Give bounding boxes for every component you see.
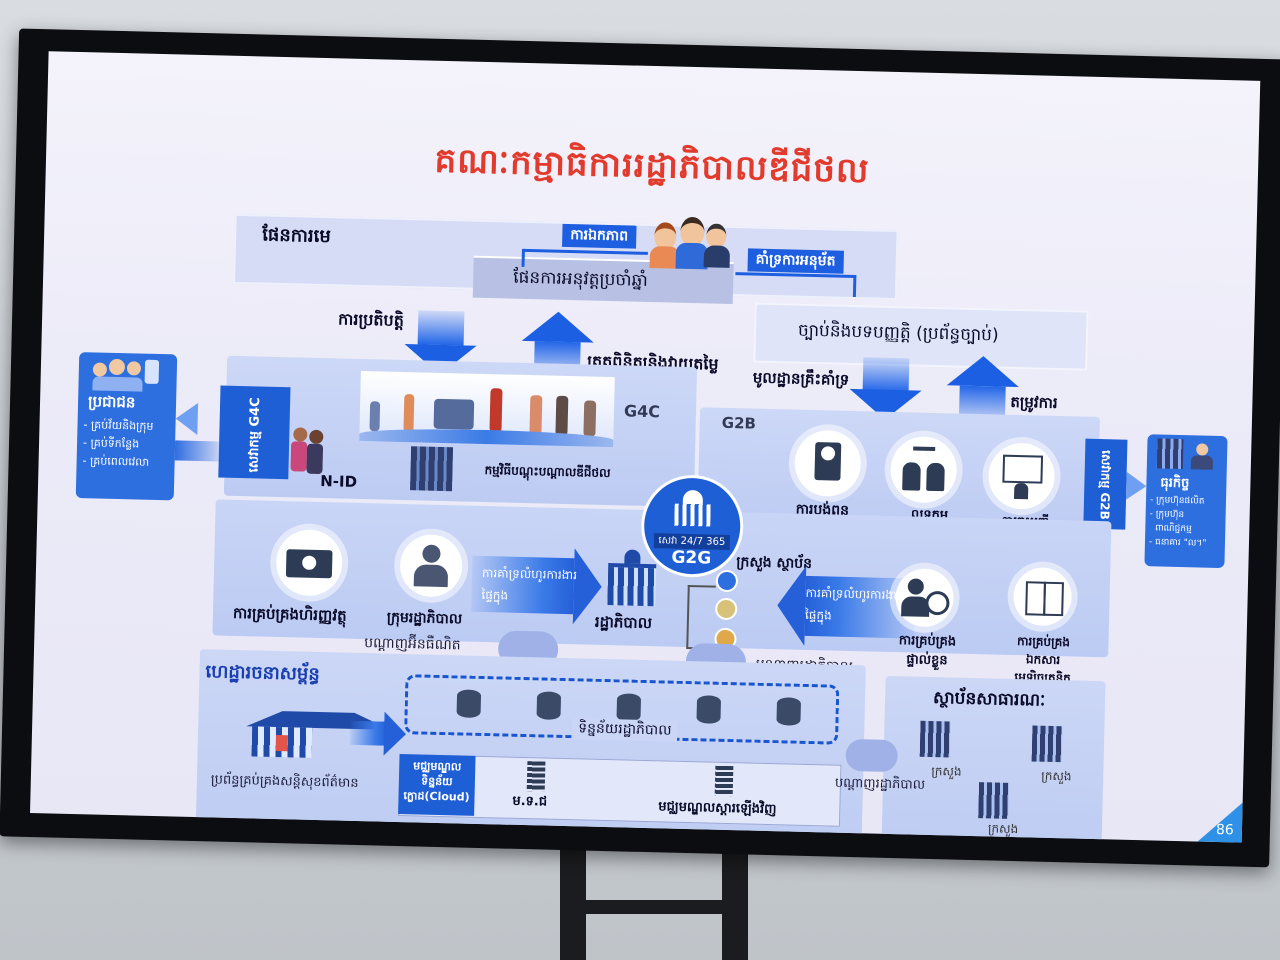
ministry-building-icon-1 <box>919 720 951 758</box>
infra-arrow <box>349 720 387 746</box>
citizens-item-1: - គ្រប់វ័យនិងក្រុម <box>83 418 154 433</box>
g2b-service-bar-label: សេវាកម្ម G2B <box>1097 450 1114 521</box>
g2g-label: G2G <box>671 547 712 569</box>
base-arrow-shaft <box>862 357 910 393</box>
finance-label: ការគ្រប់គ្រងហិរញ្ញវត្ថុ <box>232 603 347 625</box>
support-approve-label: គាំទ្រការអនុម័ត <box>747 248 844 274</box>
govnet-label-right: បណ្តាញរដ្ឋាភិបាល <box>834 775 926 793</box>
ministries-connector <box>686 584 716 650</box>
personnel-label: ការគ្រប់គ្រងផ្ទាល់ខ្លួន <box>898 633 957 669</box>
server-icon-1 <box>526 761 546 792</box>
citizens-item-3: - គ្រប់ពេលវេលា <box>82 454 150 469</box>
page-number: 86 <box>1215 821 1234 839</box>
business-title: ធុរកិច្ច <box>1160 475 1190 492</box>
citizens-arrow-lower <box>174 440 220 462</box>
business-box[interactable]: ធុរកិច្ច - ក្រុមហ៊ុនផលិត - ក្រុមហ៊ុន ពាណ… <box>1144 434 1228 569</box>
citizens-item-2: - គ្រប់ទីកន្លែង <box>82 436 140 451</box>
business-person-icon <box>1189 443 1216 470</box>
dc2-label: មជ្ឈមណ្ឌលស្តារឡើងវិញ <box>658 799 777 818</box>
digital-training-label: កម្មវិធីបណ្តុះបណ្តាលឌីជីថល <box>484 463 611 481</box>
couple-icon <box>288 427 325 476</box>
right-flow-arrow-head <box>776 565 807 646</box>
gov-data-label: ទិន្នន័យរដ្ឋាភិបាល <box>571 718 678 742</box>
ministry-label-3: ក្រសួង <box>987 821 1019 837</box>
people-icon <box>649 216 731 270</box>
consensus-label: ការឯកភាព <box>562 223 637 249</box>
nid-label: N-ID <box>320 471 358 491</box>
cloud-center-badge: មជ្ឈមណ្ឌលទិន្នន័យក្លោដ(Cloud) <box>398 754 476 816</box>
master-plan-label: ផែនការមេ <box>261 224 332 248</box>
business-item-4: - ធនាគារ "ល។" <box>1148 537 1207 549</box>
business-building-icon <box>1156 438 1184 470</box>
g4c-service-bar-label: សេវាកម្ម G4C <box>245 396 263 473</box>
slide-screen: គណៈកម្មាធិការរដ្ឋាភិបាលឌីជីថល ផែនការមេ ផ… <box>30 51 1261 843</box>
cloud-icon-3 <box>845 738 899 773</box>
government-building-icon <box>603 549 660 607</box>
crowd-image <box>359 370 615 448</box>
database-icon-3 <box>616 693 642 722</box>
tv-stand-bar <box>560 900 748 914</box>
ministry-label-2: ក្រសួង <box>1041 768 1072 784</box>
demand-arrow-head <box>946 355 1020 388</box>
g4c-service-bar: សេវាកម្ម G4C <box>218 385 291 480</box>
capitol-icon <box>672 489 713 531</box>
tv-stand-left <box>560 830 586 960</box>
citizens-title: ប្រជាជន <box>87 392 136 412</box>
annual-plan-label: ផែនការអនុវត្តប្រចាំឆ្នាំ <box>513 267 649 291</box>
infra-arrow-head <box>383 711 407 757</box>
citizens-arrow <box>175 402 199 435</box>
g4c-label: G4C <box>623 401 661 422</box>
ministry-building-icon-2 <box>1031 725 1063 763</box>
left-flow-label: ការគាំទ្រលំហូរការងារផ្ទៃក្នុង <box>481 565 578 603</box>
database-icon-4 <box>696 695 722 724</box>
citizens-box[interactable]: ប្រជាជន - គ្រប់វ័យនិងក្រុម - គ្រប់ទីកន្ល… <box>75 352 178 501</box>
dc1-label: ម.ទ.ជ <box>512 793 548 810</box>
base-support-label: មូលដ្ឋានគ្រឹះគាំទ្រ <box>752 368 850 389</box>
tv-frame: គណៈកម្មាធិការរដ្ឋាភិបាលឌីជីថល ផែនការមេ ផ… <box>0 28 1280 868</box>
security-building-icon <box>245 696 391 760</box>
business-item-2: - ក្រុមហ៊ុន <box>1149 509 1185 521</box>
public-institutions-title: ស្ថាប័នសាធារណៈ <box>932 688 1046 711</box>
business-item-3: ពាណិជ្ជកម្ម <box>1149 523 1192 535</box>
ministry-building-icon-3 <box>978 782 1010 819</box>
database-icon-5 <box>776 697 802 726</box>
implement-label: ការប្រតិបត្តិ <box>337 309 405 330</box>
implement-arrow-shaft <box>417 310 465 346</box>
database-icon-2 <box>536 691 562 720</box>
infrastructure-title: ហេដ្ឋារចនាសម្ព័ន្ធ <box>205 661 321 686</box>
building-icon <box>410 446 454 492</box>
demand-label: តម្រូវការ <box>1010 392 1058 412</box>
slide-title: គណៈកម្មាធិការរដ្ឋាភិបាលឌីជីថល <box>434 140 870 192</box>
g2b-service-bar: សេវាកម្ម G2B <box>1083 438 1128 530</box>
business-arrow <box>1126 471 1147 501</box>
government-label: រដ្ឋាភិបាល <box>594 612 653 633</box>
database-icon-1 <box>456 689 482 718</box>
ministry-label-1: ក្រសួង <box>931 764 962 779</box>
law-label: ច្បាប់និងបទបញ្ញត្តិ (ប្រព័ន្ធច្បាប់) <box>797 320 999 346</box>
cabinet-label: ក្រុមរដ្ឋាភិបាល <box>386 609 463 628</box>
business-item-1: - ក្រុមហ៊ុនផលិត <box>1149 495 1205 507</box>
evaluate-arrow-head <box>521 310 595 343</box>
right-flow-label: ការគាំទ្រលំហូរការងារផ្ទៃក្នុង <box>804 585 901 623</box>
support-arrow-right-tip <box>852 274 857 298</box>
approve-arrow-left-tip <box>521 248 525 267</box>
server-icon-2 <box>714 765 734 797</box>
citizens-icon <box>92 358 163 392</box>
g2b-label: G2B <box>721 413 757 433</box>
